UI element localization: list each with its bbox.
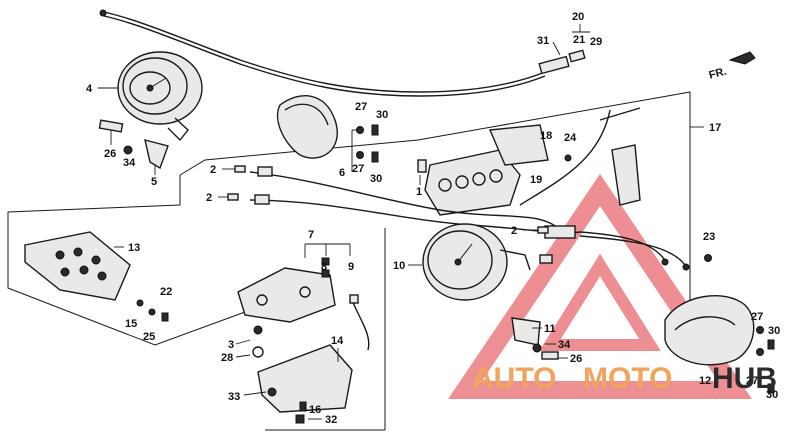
callout-12: 12 xyxy=(699,375,711,387)
callout-6: 6 xyxy=(339,167,345,179)
callout-15: 15 xyxy=(125,318,137,330)
callout-27b: 27 xyxy=(352,163,364,175)
callout-30b: 30 xyxy=(370,173,382,185)
callout-7: 7 xyxy=(308,229,314,241)
assembly-outline xyxy=(7,91,691,431)
callout-27d: 27 xyxy=(746,375,758,387)
meter-cover-lower xyxy=(664,294,775,394)
callout-21: 21 xyxy=(573,34,585,46)
callout-30a: 30 xyxy=(376,109,388,121)
callout-17: 17 xyxy=(709,122,721,134)
watermark-logo xyxy=(448,173,752,399)
front-label: FR. xyxy=(708,66,728,82)
callout-34: 34 xyxy=(123,157,136,169)
lower-bracket xyxy=(252,325,353,424)
watermark-word-hub: HUB xyxy=(712,362,777,395)
callout-27a: 27 xyxy=(355,101,367,113)
callout-8: 8 xyxy=(321,261,327,273)
callout-5: 5 xyxy=(151,176,157,188)
mount-hardware-left xyxy=(98,119,169,170)
watermark-text: AUTO MOTO HUB xyxy=(472,362,777,395)
wiring-harness xyxy=(249,107,690,271)
callout-32: 32 xyxy=(325,414,337,426)
meter-cover-upper xyxy=(276,95,379,163)
callout-labels: 4 26 34 5 2 2 2 6 27 30 27 30 31 20 21 2… xyxy=(86,11,780,426)
callout-2a: 2 xyxy=(210,164,216,176)
indicator-panel xyxy=(24,231,169,322)
callout-25: 25 xyxy=(143,331,155,343)
meter-bracket xyxy=(237,257,370,351)
callout-24: 24 xyxy=(564,132,577,144)
callout-33: 33 xyxy=(228,391,240,403)
callout-30c: 30 xyxy=(768,325,780,337)
callout-1: 1 xyxy=(416,186,422,198)
callout-26b: 26 xyxy=(570,353,582,365)
callout-18: 18 xyxy=(540,130,552,142)
watermark-word-moto: MOTO xyxy=(583,362,672,395)
bracket-right xyxy=(511,254,712,360)
callout-4: 4 xyxy=(86,83,93,95)
callout-11: 11 xyxy=(544,323,556,335)
callout-3: 3 xyxy=(228,339,234,351)
callout-29: 29 xyxy=(590,36,602,48)
callout-10: 10 xyxy=(393,260,405,272)
callout-26: 26 xyxy=(104,148,116,160)
callout-9: 9 xyxy=(348,261,354,273)
callout-31: 31 xyxy=(537,35,549,47)
callout-28: 28 xyxy=(221,352,233,364)
callout-13: 13 xyxy=(128,242,140,254)
callout-23: 23 xyxy=(703,231,715,243)
callout-34b: 34 xyxy=(558,339,571,351)
callout-30d: 30 xyxy=(766,389,778,401)
tachometer-gauge xyxy=(422,223,553,301)
callout-22: 22 xyxy=(160,286,172,298)
speedometer-cable xyxy=(99,9,586,97)
indicator-housing xyxy=(424,124,572,216)
callout-20: 20 xyxy=(572,11,584,23)
callout-19: 19 xyxy=(530,174,542,186)
callout-14: 14 xyxy=(331,335,344,347)
front-direction-arrow: FR. xyxy=(708,51,756,82)
callout-16: 16 xyxy=(309,404,321,416)
callout-2b: 2 xyxy=(206,192,212,204)
speedometer-gauge xyxy=(117,51,203,142)
callout-27c: 27 xyxy=(751,311,763,323)
callout-2c: 2 xyxy=(511,225,517,237)
watermark-word-auto: AUTO xyxy=(472,362,556,395)
